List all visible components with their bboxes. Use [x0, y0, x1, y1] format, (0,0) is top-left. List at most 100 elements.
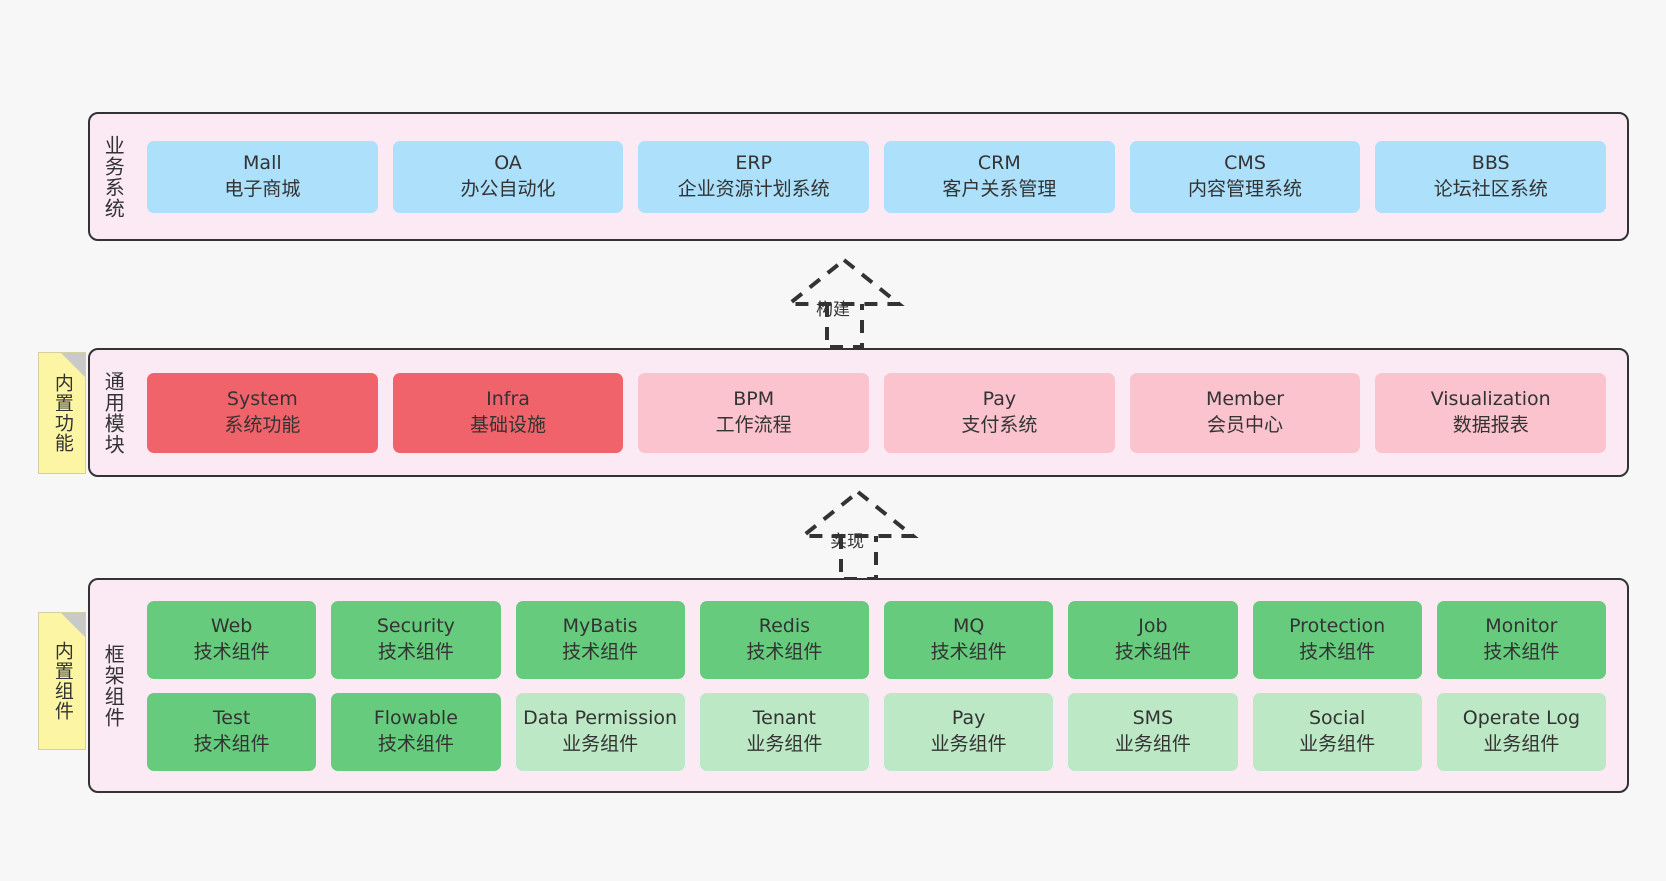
arrow-build: 构建: [744, 252, 944, 352]
card-crm[interactable]: CRM 客户关系管理: [884, 140, 1115, 213]
card-title-cn: 业务组件: [1299, 732, 1376, 755]
card-title-cn: 技术组件: [1114, 640, 1191, 663]
card-row: Test 技术组件 Flowable 技术组件 Data Permission …: [140, 692, 1613, 771]
card-title-en: Operate Log: [1462, 707, 1581, 730]
card-oa[interactable]: OA 办公自动化: [392, 140, 624, 213]
card-infra[interactable]: Infra 基础设施: [392, 372, 624, 453]
card-monitor[interactable]: Monitor 技术组件: [1436, 600, 1606, 679]
card-row: System 系统功能 Infra 基础设施 BPM 工作流程 Pay 支付系统…: [140, 372, 1613, 453]
dashed-generalization-arrow-icon: [783, 258, 905, 349]
card-title-cn: 技术组件: [930, 640, 1007, 663]
card-title-cn: 技术组件: [746, 640, 823, 663]
card-title-cn: 技术组件: [562, 640, 639, 663]
card-mall[interactable]: Mall 电子商城: [147, 140, 378, 213]
card-title-cn: 业务组件: [1483, 732, 1560, 755]
layer-framework-components: 框架组件 Web 技术组件 Security 技术组件 MyBatis 技术组件…: [88, 578, 1629, 793]
layer-business-body: Mall 电子商城 OA 办公自动化 ERP 企业资源计划系统 CRM 客户关系…: [136, 114, 1627, 239]
card-title-en: Social: [1308, 707, 1366, 730]
card-title-en: Pay: [982, 388, 1017, 411]
card-title-en: BBS: [1471, 152, 1510, 175]
card-title-en: Monitor: [1485, 615, 1558, 638]
card-title-cn: 系统功能: [224, 413, 301, 436]
sticky-note-builtin-components: 内置组件: [38, 612, 86, 750]
card-title-en: Tenant: [752, 707, 816, 730]
card-operate-log[interactable]: Operate Log 业务组件: [1436, 692, 1606, 771]
card-title-en: Flowable: [373, 707, 458, 730]
layer-framework-title: 框架组件: [101, 643, 126, 728]
card-protection[interactable]: Protection 技术组件: [1252, 600, 1422, 679]
sticky-note-builtin-features: 内置功能: [38, 352, 86, 474]
dashed-generalization-arrow-icon: [797, 490, 919, 581]
card-title-cn: 业务组件: [746, 732, 823, 755]
card-cms[interactable]: CMS 内容管理系统: [1129, 140, 1361, 213]
card-title-en: Web: [210, 615, 253, 638]
card-title-en: ERP: [735, 152, 773, 175]
layer-common-body: System 系统功能 Infra 基础设施 BPM 工作流程 Pay 支付系统…: [136, 350, 1627, 475]
card-title-en: Data Permission: [523, 707, 678, 730]
card-visualization[interactable]: Visualization 数据报表: [1375, 372, 1607, 453]
card-erp[interactable]: ERP 企业资源计划系统: [638, 140, 870, 213]
card-title-en: Security: [376, 615, 455, 638]
card-title-cn: 技术组件: [377, 732, 454, 755]
card-title-cn: 客户关系管理: [942, 177, 1057, 200]
card-title-en: Protection: [1289, 615, 1386, 638]
card-title-en: Test: [212, 707, 251, 730]
card-title-cn: 会员中心: [1207, 413, 1284, 436]
card-sms[interactable]: SMS 业务组件: [1068, 692, 1238, 771]
card-mq[interactable]: MQ 技术组件: [884, 600, 1054, 679]
card-title-en: System: [226, 388, 298, 411]
layer-business-title: 业务系统: [101, 134, 126, 219]
card-title-en: Redis: [758, 615, 811, 638]
card-security[interactable]: Security 技术组件: [331, 600, 501, 679]
card-title-en: Pay: [951, 707, 986, 730]
card-system[interactable]: System 系统功能: [147, 372, 378, 453]
arrow-build-label: 构建: [816, 300, 850, 320]
card-title-cn: 基础设施: [470, 413, 547, 436]
card-row: Mall 电子商城 OA 办公自动化 ERP 企业资源计划系统 CRM 客户关系…: [140, 140, 1613, 213]
card-title-cn: 数据报表: [1452, 413, 1529, 436]
arrow-implement: 实现: [758, 484, 958, 584]
card-title-cn: 技术组件: [1299, 640, 1376, 663]
card-title-cn: 技术组件: [193, 732, 270, 755]
card-title-cn: 业务组件: [562, 732, 639, 755]
card-pay-module[interactable]: Pay 支付系统: [884, 372, 1115, 453]
card-title-cn: 论坛社区系统: [1433, 177, 1548, 200]
card-title-en: CMS: [1224, 152, 1266, 175]
layer-framework-body: Web 技术组件 Security 技术组件 MyBatis 技术组件 Redi…: [136, 580, 1627, 791]
layer-common-modules: 通用模块 System 系统功能 Infra 基础设施 BPM 工作流程 Pay…: [88, 348, 1629, 477]
card-title-en: BPM: [733, 388, 775, 411]
card-title-en: Infra: [486, 388, 530, 411]
card-mybatis[interactable]: MyBatis 技术组件: [515, 600, 685, 679]
card-title-cn: 业务组件: [1114, 732, 1191, 755]
card-title-cn: 内容管理系统: [1188, 177, 1303, 200]
card-bbs[interactable]: BBS 论坛社区系统: [1375, 140, 1607, 213]
card-data-permission[interactable]: Data Permission 业务组件: [515, 692, 685, 771]
arrow-implement-label: 实现: [830, 532, 864, 552]
card-job[interactable]: Job 技术组件: [1068, 600, 1238, 679]
card-title-cn: 电子商城: [224, 177, 301, 200]
card-title-en: Job: [1138, 615, 1168, 638]
card-title-cn: 支付系统: [961, 413, 1038, 436]
card-pay-component[interactable]: Pay 业务组件: [884, 692, 1054, 771]
card-title-en: MQ: [952, 615, 985, 638]
card-member[interactable]: Member 会员中心: [1129, 372, 1361, 453]
card-title-en: MyBatis: [562, 615, 638, 638]
card-web[interactable]: Web 技术组件: [147, 600, 317, 679]
card-tenant[interactable]: Tenant 业务组件: [699, 692, 869, 771]
card-flowable[interactable]: Flowable 技术组件: [331, 692, 501, 771]
card-title-en: Visualization: [1430, 388, 1551, 411]
card-test[interactable]: Test 技术组件: [147, 692, 317, 771]
card-title-cn: 办公自动化: [460, 177, 556, 200]
card-title-en: Member: [1205, 388, 1285, 411]
card-bpm[interactable]: BPM 工作流程: [638, 372, 870, 453]
card-redis[interactable]: Redis 技术组件: [699, 600, 869, 679]
card-row: Web 技术组件 Security 技术组件 MyBatis 技术组件 Redi…: [140, 600, 1613, 679]
card-title-en: CRM: [977, 152, 1021, 175]
card-title-cn: 技术组件: [1483, 640, 1560, 663]
card-title-en: OA: [494, 152, 522, 175]
card-title-cn: 企业资源计划系统: [677, 177, 830, 200]
card-social[interactable]: Social 业务组件: [1252, 692, 1422, 771]
card-title-cn: 技术组件: [193, 640, 270, 663]
card-title-cn: 技术组件: [377, 640, 454, 663]
